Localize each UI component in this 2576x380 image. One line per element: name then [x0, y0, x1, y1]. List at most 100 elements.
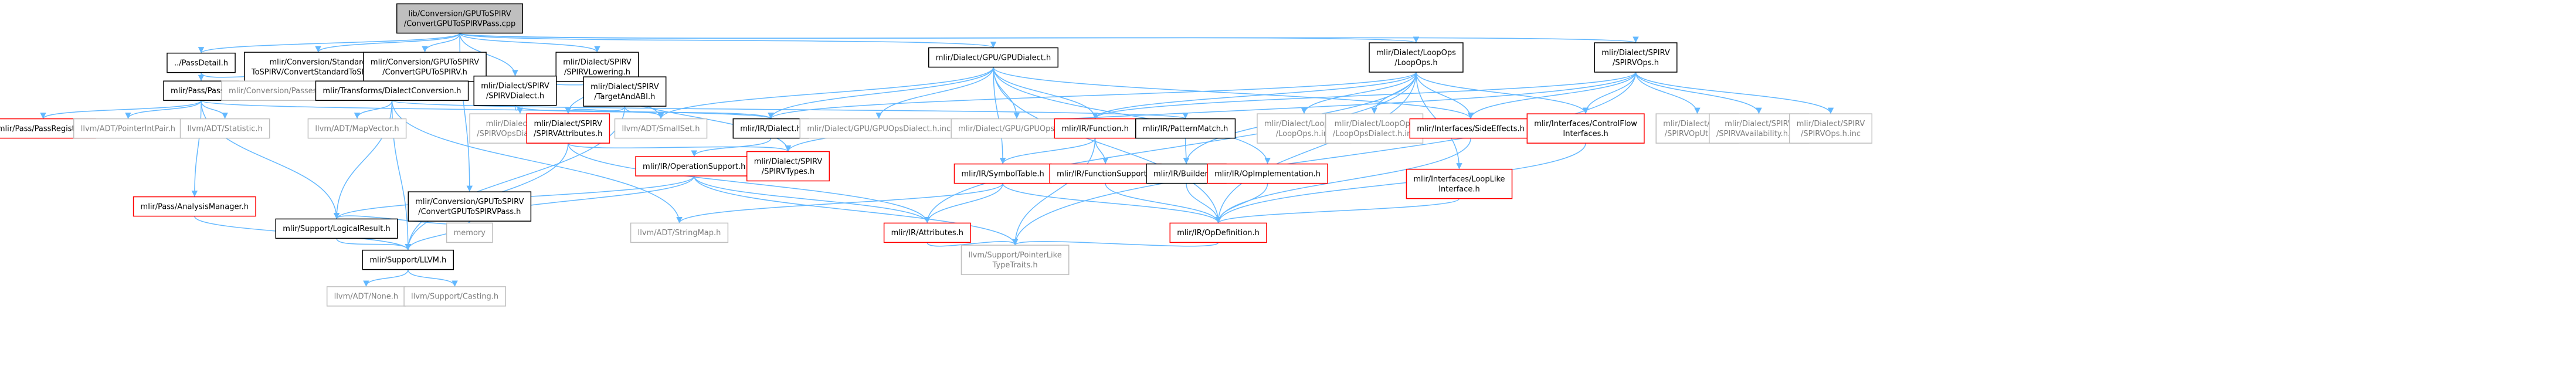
node-label: memory: [454, 229, 486, 238]
edge-supportllvm-to-casting: [408, 269, 458, 287]
node-box: [630, 222, 729, 243]
node-box: [1207, 163, 1328, 184]
node-memory: memory: [446, 222, 493, 243]
node-label: /ConvertGPUToSPIRV.h: [382, 68, 467, 77]
node-label: /SPIRVDialect.h: [486, 91, 544, 100]
node-opimpl[interactable]: mlir/IR/OpImplementation.h: [1207, 163, 1328, 184]
node-label: ToSPIRV/ConvertStandardToSPIRV.h: [251, 68, 385, 77]
edge-gpudialect-to-gpuopsdialect-inc: [875, 67, 994, 119]
edge-spirvattributes-to-spirvtypes: [568, 142, 792, 152]
node-dialectconv[interactable]: mlir/Transforms/DialectConversion.h: [315, 80, 469, 101]
edge-root-to-spirvdialect: [459, 33, 518, 76]
node-label: mlir/IR/Builders.h: [1153, 169, 1219, 178]
node-label: Interface.h: [1438, 185, 1480, 194]
node-label: /ConvertGPUToSPIRVPass.h: [418, 208, 521, 216]
node-label: mlir/Pass/Pass.h: [171, 87, 232, 96]
node-irdialect[interactable]: mlir/IR/Dialect.h: [732, 118, 809, 139]
node-spirvops[interactable]: mlir/Dialect/SPIRV/SPIRVOps.h: [1594, 42, 1678, 73]
node-statistic: llvm/ADT/Statistic.h: [179, 118, 270, 139]
node-spirvattributes[interactable]: mlir/Dialect/SPIRV/SPIRVAttributes.h: [526, 113, 610, 144]
edge-dialectconv-to-stringmap: [391, 100, 683, 223]
node-label: mlir/Support/LLVM.h: [369, 256, 446, 264]
node-label: llvm/ADT/None.h: [334, 293, 398, 301]
node-analysismanager[interactable]: mlir/Pass/AnalysisManager.h: [133, 196, 256, 217]
node-opsupport[interactable]: mlir/IR/OperationSupport.h: [635, 156, 754, 177]
edge-irattributes-to-pointerliketypetraits: [926, 239, 1019, 247]
node-box: [362, 249, 454, 270]
node-label: mlir/Conversion/GPUToSPIRV: [371, 58, 479, 67]
node-box: [363, 52, 487, 82]
node-symboltable[interactable]: mlir/IR/SymbolTable.h: [953, 163, 1052, 184]
node-box: [179, 118, 270, 139]
node-smallset: llvm/ADT/SmallSet.h: [614, 118, 708, 139]
edge-passhdr-to-pointerintpair: [125, 100, 202, 119]
node-irfunction[interactable]: mlir/IR/Function.h: [1054, 118, 1136, 139]
node-label: mlir/Dialect/SPIRV: [1601, 49, 1670, 57]
node-spirvdialect[interactable]: mlir/Dialect/SPIRV/SPIRVDialect.h: [473, 75, 557, 106]
node-passdetail[interactable]: ../PassDetail.h: [167, 52, 236, 73]
edge-spirvops-to-controlflow: [1582, 72, 1637, 114]
node-label: mlir/IR/Dialect.h: [740, 124, 802, 133]
edge-spirvops-to-sideeffects: [1467, 72, 1637, 119]
node-box: [746, 151, 830, 182]
node-box: [275, 218, 398, 239]
node-label: /TargetAndABI.h: [594, 93, 655, 101]
node-root[interactable]: lib/Conversion/GPUToSPIRV/ConvertGPUToSP…: [396, 3, 524, 34]
node-label: ../PassDetail.h: [174, 59, 228, 67]
node-sideeffects[interactable]: mlir/Interfaces/SideEffects.h: [1409, 118, 1532, 139]
node-box: [1788, 113, 1873, 144]
node-box: [1409, 118, 1532, 139]
node-supportllvm[interactable]: mlir/Support/LLVM.h: [362, 249, 454, 270]
node-label: mlir/Dialect/LoopOps: [1335, 120, 1414, 128]
node-label: mlir/IR/Attributes.h: [891, 229, 963, 238]
edge-root-to-passdetail: [198, 32, 460, 54]
node-label: mlir/Dialect/GPU/GPUOps.h.inc: [958, 124, 1075, 133]
edge-root-to-spirvops: [459, 32, 1638, 43]
node-loopops[interactable]: mlir/Dialect/LoopOps/LoopOps.h: [1369, 42, 1464, 73]
node-label: /SPIRVAvailability.h.inc: [1716, 130, 1801, 138]
node-box: [446, 222, 493, 243]
node-label: llvm/ADT/PointerIntPair.h: [81, 124, 175, 133]
edge-sideeffects-to-opdefinition: [1215, 138, 1471, 223]
edge-dialectconv-to-mapvector: [354, 100, 393, 119]
edge-funcsupport-to-opdefinition: [1105, 183, 1221, 223]
node-opdefinition[interactable]: mlir/IR/OpDefinition.h: [1169, 222, 1267, 243]
node-irattributes[interactable]: mlir/IR/Attributes.h: [883, 222, 971, 243]
node-box: [396, 3, 524, 34]
node-pointerintpair: llvm/ADT/PointerIntPair.h: [73, 118, 183, 139]
node-box: [408, 191, 532, 222]
node-spirvtypes[interactable]: mlir/Dialect/SPIRV/SPIRVTypes.h: [746, 151, 830, 182]
node-gpu2spirvpass-h[interactable]: mlir/Conversion/GPUToSPIRV/ConvertGPUToS…: [408, 191, 532, 222]
edge-opsupport-to-irattributes: [693, 175, 931, 223]
node-label: mlir/Dialect/SPIRV: [590, 83, 659, 91]
edge-irfunction-to-symboltable: [999, 138, 1096, 164]
dependency-nodes: lib/Conversion/GPUToSPIRV/ConvertGPUToSP…: [0, 3, 1873, 307]
node-label: llvm/ADT/StringMap.h: [638, 229, 721, 238]
node-box: [799, 118, 958, 139]
node-box: [928, 47, 1058, 68]
edge-loopops-to-controlflow: [1416, 72, 1589, 114]
node-box: [961, 245, 1070, 275]
edge-symboltable-to-opdefinition: [1002, 183, 1221, 223]
edge-targetandabi-to-spirvattributes: [565, 106, 626, 114]
node-pathmatch[interactable]: mlir/IR/PatternMatch.h: [1135, 118, 1236, 139]
node-gpu2spirv-h[interactable]: mlir/Conversion/GPUToSPIRV/ConvertGPUToS…: [363, 52, 487, 82]
edge-root-to-std2spirv: [315, 33, 460, 53]
node-label: lib/Conversion/GPUToSPIRV: [408, 9, 511, 18]
node-funcsupport[interactable]: mlir/IR/FunctionSupport.h: [1049, 163, 1162, 184]
node-loopopsdialect-inc: mlir/Dialect/LoopOps/LoopOpsDialect.h.in…: [1325, 113, 1424, 144]
node-label: mlir/Dialect/GPU/GPUOpsDialect.h.inc: [807, 124, 951, 133]
node-gpudialect[interactable]: mlir/Dialect/GPU/GPUDialect.h: [928, 47, 1058, 68]
node-label: llvm/Support/PointerLike: [968, 251, 1061, 260]
node-label: /SPIRVAttributes.h: [534, 130, 602, 138]
edge-spirvops-to-spirvtypes: [785, 72, 1637, 152]
edge-gpudialect-to-irdialect: [768, 67, 994, 119]
node-logicalresult[interactable]: mlir/Support/LogicalResult.h: [275, 218, 398, 239]
edge-passhdr-to-analysismanager: [191, 100, 202, 197]
node-label: mlir/Dialect/SPIRV: [754, 157, 823, 166]
node-casting: llvm/Support/Casting.h: [403, 286, 506, 307]
node-targetandabi[interactable]: mlir/Dialect/SPIRV/TargetAndABI.h: [583, 76, 667, 107]
